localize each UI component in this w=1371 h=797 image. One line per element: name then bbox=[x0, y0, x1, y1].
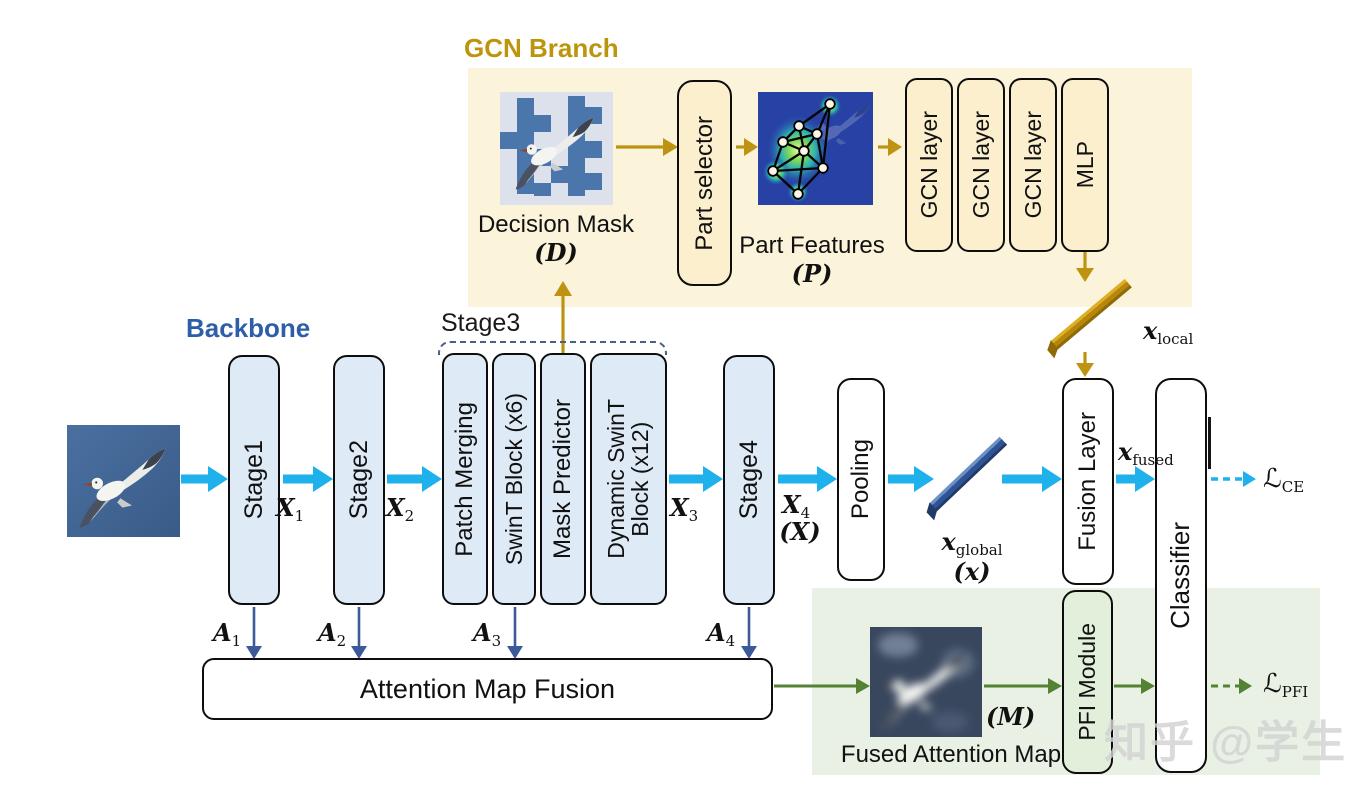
dynamic-swint-box: Dynamic SwinT Block (x12) bbox=[590, 353, 667, 605]
part-features-label: Part Features bbox=[739, 232, 885, 259]
stage2-box: Stage2 bbox=[333, 355, 385, 605]
stage3-dashed-bracket bbox=[438, 341, 667, 355]
classifier-label: Classifier bbox=[1165, 522, 1196, 629]
mlp-label: MLP bbox=[1071, 141, 1098, 189]
gcn-layer-1-box: GCN layer bbox=[905, 78, 953, 252]
stage4-label: Stage4 bbox=[734, 440, 763, 520]
fusion-layer-box: Fusion Layer bbox=[1062, 378, 1114, 585]
label-loss-ce: ℒCE bbox=[1263, 464, 1305, 496]
part-graph-nodes bbox=[767, 98, 836, 200]
decision-mask-symbol: (D) bbox=[534, 238, 578, 267]
loss-pfi-arrow bbox=[1211, 678, 1252, 694]
label-x-global-paren: (x) bbox=[953, 557, 991, 586]
input-bird-image bbox=[67, 425, 180, 537]
mask-predictor-box: Mask Predictor bbox=[540, 353, 586, 605]
label-X2: X2 bbox=[386, 493, 415, 525]
mask-predictor-label: Mask Predictor bbox=[549, 398, 577, 560]
label-X1: X1 bbox=[276, 493, 305, 525]
gcn-branch-title: GCN Branch bbox=[464, 33, 619, 63]
label-A2: A2 bbox=[318, 618, 347, 650]
pfi-module-box: PFI Module bbox=[1062, 590, 1113, 774]
patch-merging-label: Patch Merging bbox=[451, 401, 479, 557]
backbone-title: Backbone bbox=[186, 313, 311, 343]
label-x-global: xglobal bbox=[941, 527, 1003, 559]
part-features-image bbox=[758, 92, 873, 205]
label-X4-paren: (X) bbox=[779, 517, 821, 546]
stage1-label: Stage1 bbox=[239, 440, 268, 520]
gcn-layer-2-box: GCN layer bbox=[957, 78, 1005, 252]
patch-merging-box: Patch Merging bbox=[442, 353, 488, 605]
stage4-box: Stage4 bbox=[723, 355, 775, 605]
label-X4: X4 bbox=[782, 490, 811, 522]
part-features-symbol: (P) bbox=[791, 259, 833, 288]
part-selector-label: Part selector bbox=[690, 115, 718, 251]
pooling-box: Pooling bbox=[837, 378, 885, 581]
backbone-flow-arrows bbox=[181, 466, 1155, 492]
stage3-title: Stage3 bbox=[441, 309, 521, 337]
label-A1: A1 bbox=[213, 618, 242, 650]
zhihu-watermark: 知乎 @学生 bbox=[1104, 718, 1348, 767]
label-X3: X3 bbox=[670, 493, 699, 525]
gcn-layer-1-label: GCN layer bbox=[915, 111, 942, 219]
swint-block-box: SwinT Block (x6) bbox=[492, 353, 536, 605]
fusion-layer-label: Fusion Layer bbox=[1074, 412, 1102, 551]
part-selector-box: Part selector bbox=[677, 80, 732, 286]
loss-ce-arrow bbox=[1211, 471, 1256, 487]
pfi-module-label: PFI Module bbox=[1074, 623, 1101, 741]
label-A4: A4 bbox=[707, 618, 736, 650]
dynamic-swint-label: Dynamic SwinT Block (x12) bbox=[603, 399, 654, 559]
gcn-branch-arrows bbox=[554, 138, 1094, 377]
mlp-box: MLP bbox=[1061, 78, 1109, 252]
label-A3: A3 bbox=[473, 618, 502, 650]
label-loss-pfi: ℒPFI bbox=[1263, 669, 1309, 701]
attention-map-arrows bbox=[246, 607, 757, 659]
gcn-layer-3-label: GCN layer bbox=[1019, 111, 1046, 219]
label-x-local: xlocal bbox=[1143, 316, 1194, 348]
classifier-edge-line bbox=[1208, 417, 1211, 469]
attention-map-fusion-label: Attention Map Fusion bbox=[359, 673, 616, 704]
swint-block-label: SwinT Block (x6) bbox=[500, 392, 527, 566]
pooling-label: Pooling bbox=[847, 439, 875, 520]
fused-attention-map-label: Fused Attention Map bbox=[840, 741, 1062, 768]
fused-attention-map-image bbox=[870, 627, 982, 737]
fused-attention-map-symbol: (M) bbox=[986, 702, 1036, 731]
gcn-layer-2-label: GCN layer bbox=[967, 111, 994, 219]
attention-map-fusion-box: Attention Map Fusion bbox=[202, 658, 773, 720]
classifier-box: Classifier bbox=[1155, 378, 1207, 773]
pfi-flow-arrows bbox=[774, 678, 1155, 694]
label-x-fused: xfused bbox=[1118, 437, 1174, 469]
stage2-label: Stage2 bbox=[344, 440, 373, 520]
stage1-box: Stage1 bbox=[228, 355, 280, 605]
decision-mask-label: Decision Mask bbox=[477, 211, 635, 238]
gcn-layer-3-box: GCN layer bbox=[1009, 78, 1057, 252]
decision-mask-image bbox=[500, 92, 613, 205]
